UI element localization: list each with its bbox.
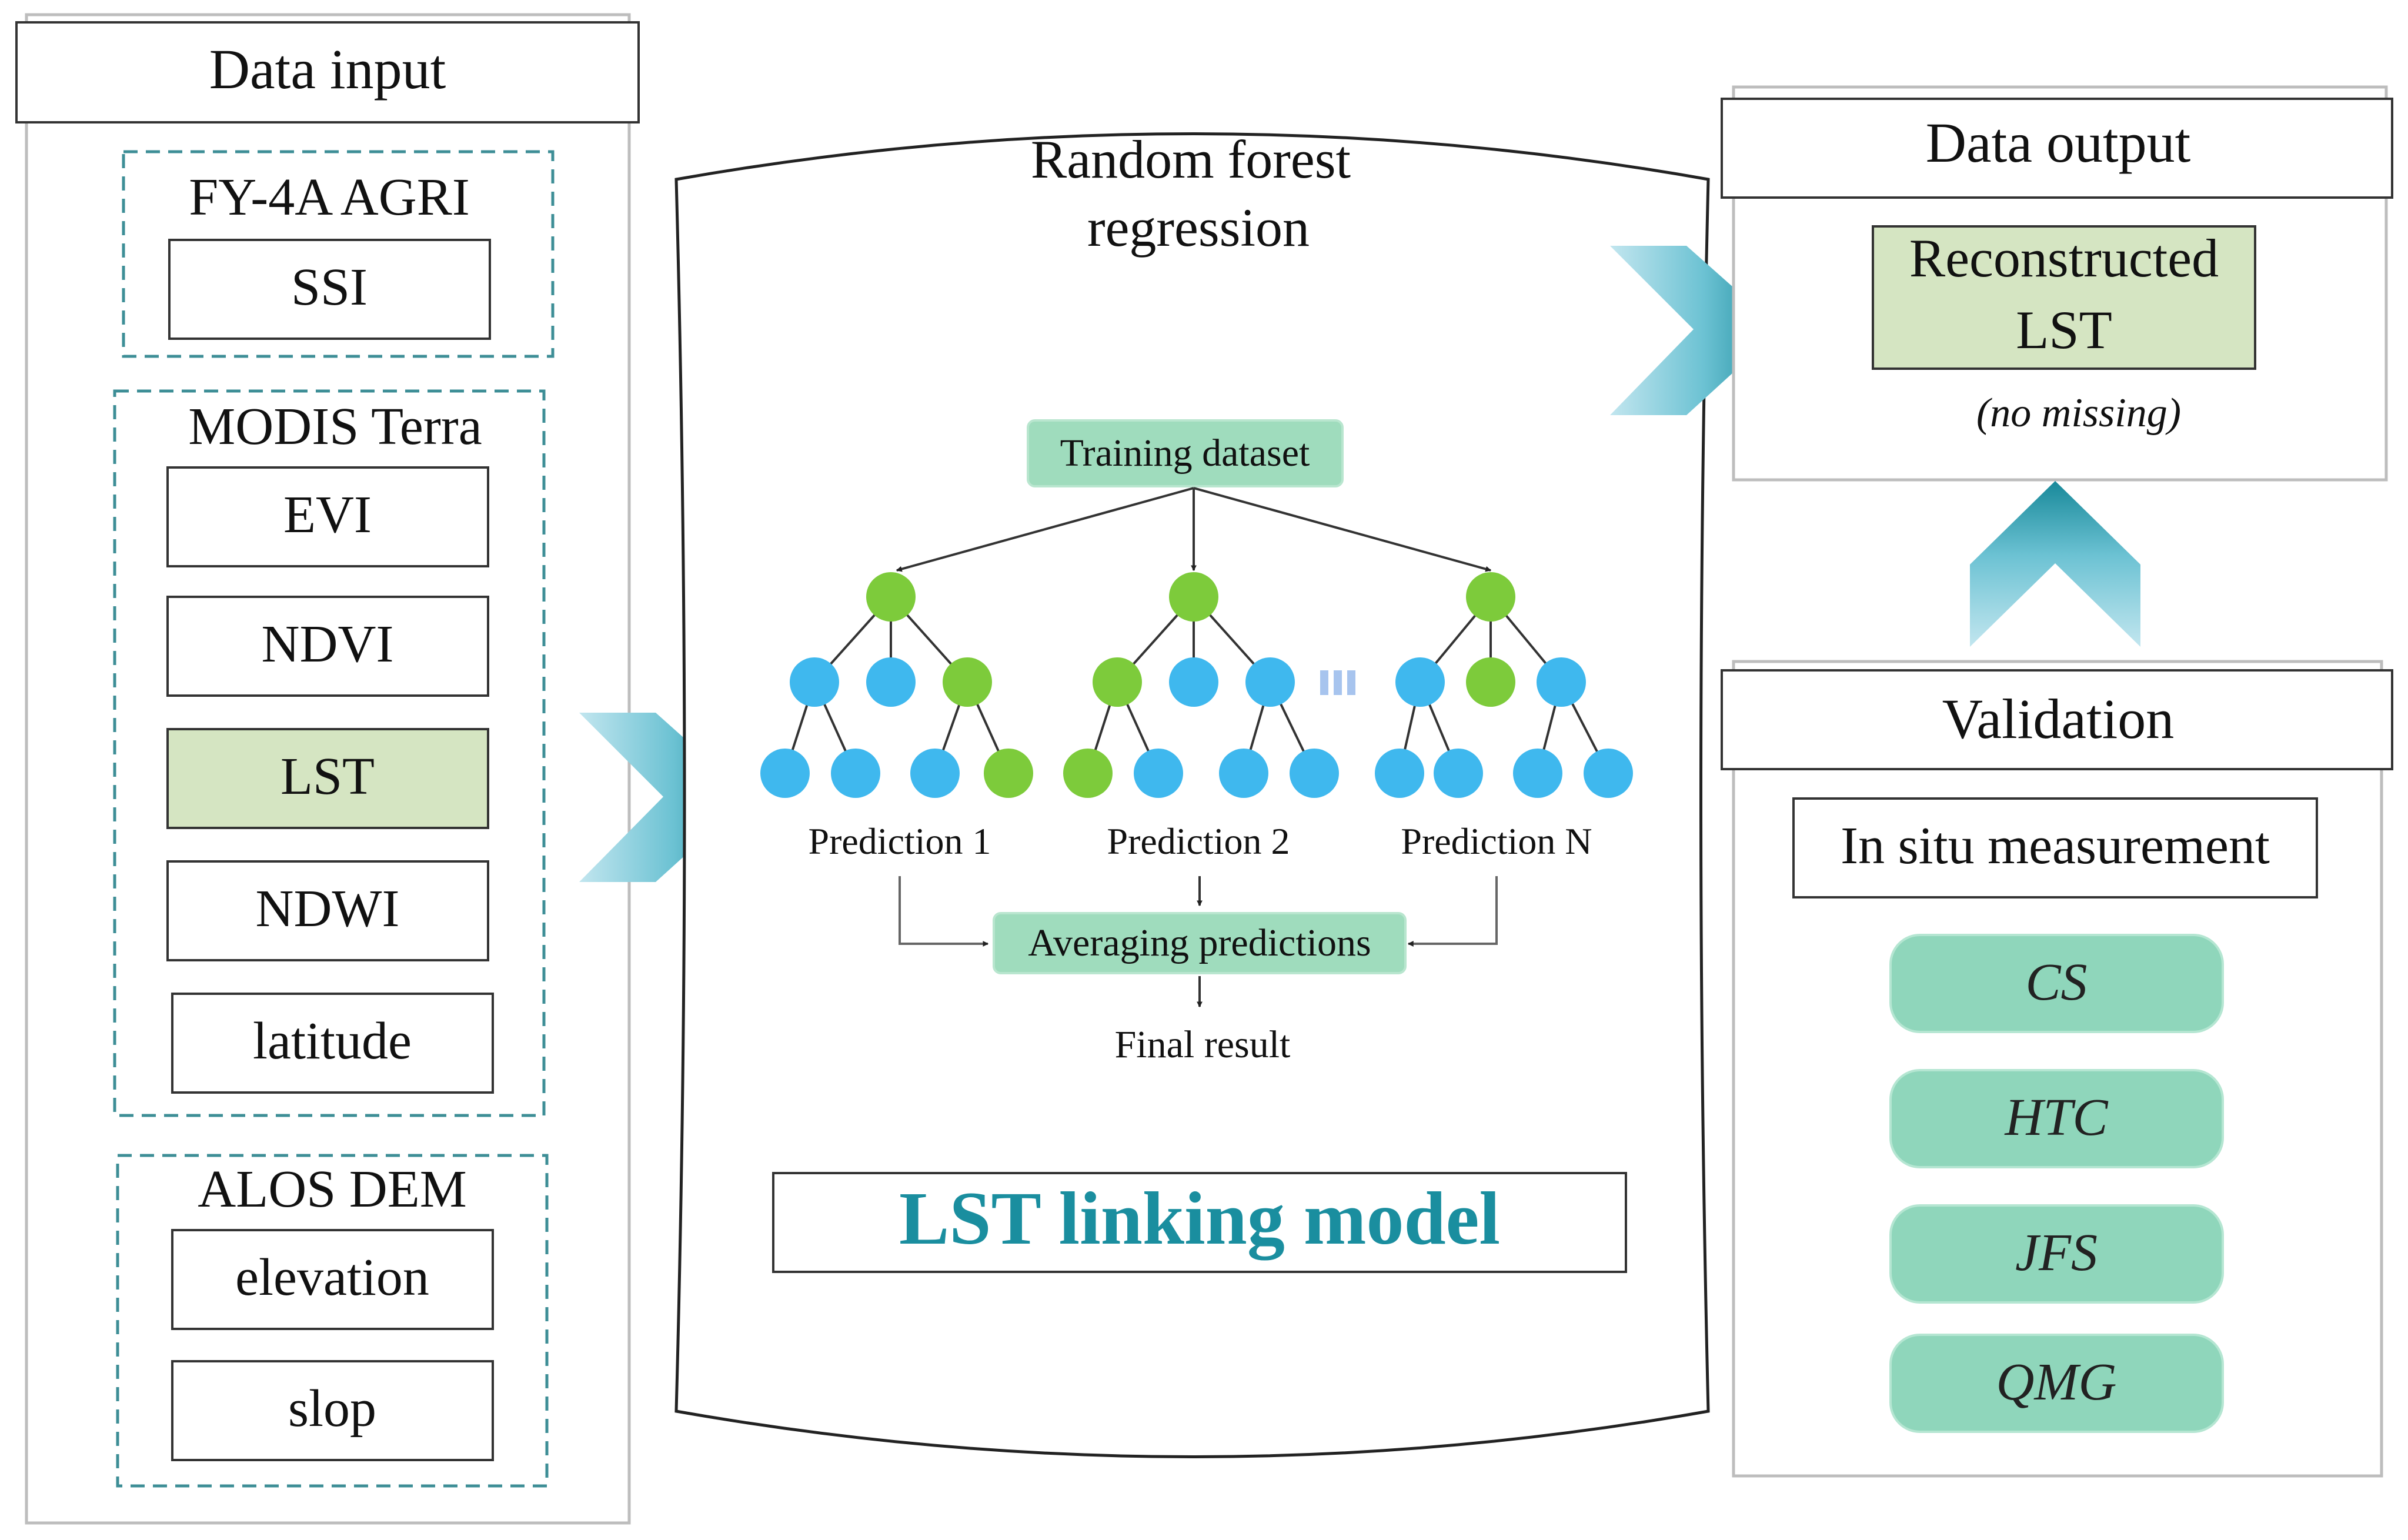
model-title-line2: regression (1087, 198, 1310, 258)
decision-tree-1 (760, 572, 1033, 798)
right-chevron-arrow-icon (579, 713, 750, 882)
in-situ-measurement-label: In situ measurement (1841, 817, 2270, 875)
site-label-htc: HTC (2004, 1088, 2108, 1147)
validation-header: Validation (1942, 687, 2175, 750)
lst-linking-model-label: LST linking model (899, 1177, 1500, 1260)
tree-node (1169, 657, 1218, 707)
group-modis-border (113, 389, 546, 1117)
input-label-elevation: elevation (235, 1248, 429, 1307)
tree-node (1093, 657, 1142, 707)
tree-node (790, 657, 839, 707)
site-badge-jfs (1889, 1204, 2224, 1304)
input-box-lst (166, 728, 489, 829)
site-badge-cs (1889, 934, 2224, 1033)
tree-node (1513, 749, 1562, 798)
tree-node (1434, 749, 1483, 798)
decision-tree-n (1375, 572, 1633, 798)
input-label-ssi: SSI (291, 258, 368, 316)
tree-node (1466, 572, 1515, 622)
group-fy4a-border (122, 150, 555, 358)
data-output-header-box (1721, 98, 2393, 199)
right-chevron-arrow-icon (1610, 246, 1781, 415)
no-missing-note: (no missing) (1976, 390, 2181, 436)
reconstructed-lst-line2: LST (2016, 300, 2112, 360)
tree-node (1395, 657, 1445, 707)
site-label-cs: CS (2025, 953, 2087, 1011)
tree-node (760, 749, 810, 798)
input-label-lst: LST (280, 747, 375, 806)
tree-node (1290, 749, 1339, 798)
model-frame (674, 132, 1710, 1458)
group-modis-title: MODIS Terra (188, 397, 482, 456)
input-label-latitude: latitude (253, 1012, 412, 1070)
data-input-header: Data input (209, 38, 446, 101)
prediction-1-label: Prediction 1 (808, 820, 991, 862)
input-label-ndwi: NDWI (256, 880, 400, 938)
tree-node (1219, 749, 1268, 798)
final-result-label: Final result (1115, 1023, 1291, 1066)
prediction-2-label: Prediction 2 (1107, 820, 1290, 862)
model-title-line1: Random forest (1031, 129, 1351, 189)
input-box-slop (171, 1360, 494, 1461)
training-connectors (896, 487, 1492, 572)
input-box-latitude (171, 993, 494, 1094)
tree-node (1375, 749, 1424, 798)
input-label-slop: slop (288, 1379, 376, 1438)
site-badge-qmg (1889, 1334, 2224, 1433)
tree-node (1584, 749, 1633, 798)
input-box-ndwi (166, 860, 489, 961)
tree-node (1537, 657, 1586, 707)
tree-node (866, 657, 916, 707)
input-box-elevation (171, 1229, 494, 1330)
reconstructed-lst-line1: Reconstructed (1909, 228, 2219, 288)
input-label-evi: EVI (283, 486, 372, 544)
data-output-header: Data output (1926, 111, 2191, 174)
tree-node (1245, 657, 1295, 707)
averaging-predictions-label: Averaging predictions (1028, 921, 1371, 964)
ellipsis-icon (1320, 670, 1355, 695)
data-output-panel: Data output Reconstructed LST (no missin… (1721, 85, 2393, 482)
in-situ-measurement-box (1792, 797, 2318, 898)
tree-node (910, 749, 960, 798)
lst-linking-model-box (772, 1172, 1627, 1273)
tree-node (943, 657, 992, 707)
validation-panel: Validation In situ measurement CS HTC JF… (1721, 660, 2393, 1478)
site-badge-htc (1889, 1069, 2224, 1168)
prediction-connectors (899, 876, 1498, 947)
tree-node (1169, 572, 1218, 622)
tree-node (831, 749, 880, 798)
input-box-evi (166, 466, 489, 567)
training-dataset-box (1027, 419, 1344, 487)
tree-node (866, 572, 916, 622)
tree-node (984, 749, 1033, 798)
tree-node (1134, 749, 1183, 798)
site-label-qmg: QMG (1996, 1353, 2117, 1411)
averaging-predictions-box (993, 912, 1407, 974)
up-chevron-arrow-icon (1970, 481, 2140, 647)
tree-node (1466, 657, 1515, 707)
prediction-n-label: Prediction N (1401, 820, 1592, 862)
tree-node (1063, 749, 1113, 798)
decision-tree-2 (1063, 572, 1339, 798)
model-panel: Random forest regression Training datase… (674, 129, 1710, 1458)
input-box-ssi (168, 239, 491, 340)
group-fy4a-title: FY-4A AGRI (189, 168, 470, 226)
site-label-jfs: JFS (2015, 1224, 2098, 1282)
input-box-ndvi (166, 596, 489, 697)
input-label-ndvi: NDVI (262, 615, 394, 673)
training-dataset-label: Training dataset (1060, 432, 1310, 475)
data-input-header-box (15, 21, 640, 123)
group-alos-title: ALOS DEM (198, 1160, 467, 1218)
reconstructed-lst-box (1872, 225, 2256, 370)
group-alos-border (116, 1154, 549, 1488)
data-input-panel: Data input FY-4A AGRI SSI MODIS Terra EV… (15, 13, 640, 1525)
validation-header-box (1721, 669, 2393, 770)
